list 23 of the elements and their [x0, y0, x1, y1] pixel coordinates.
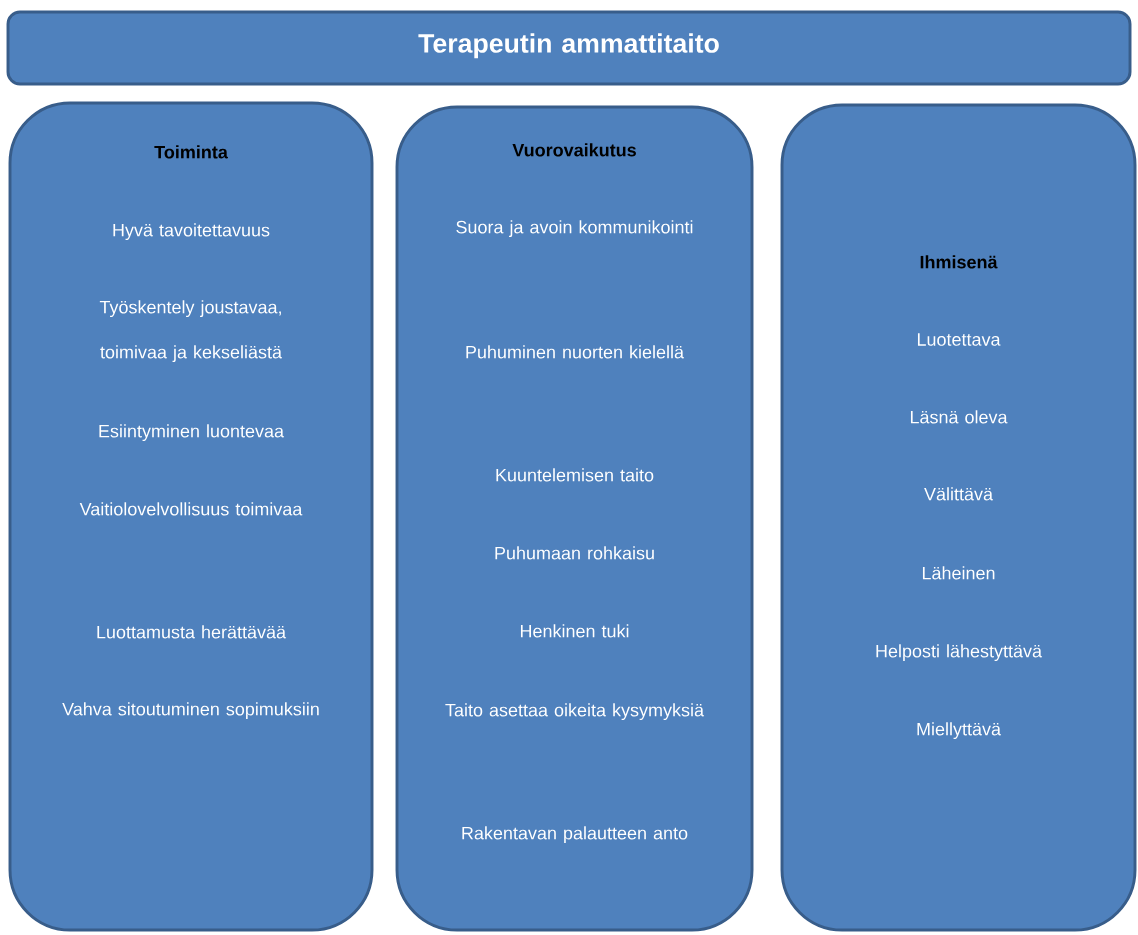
column-heading: Toiminta: [154, 145, 228, 159]
list-item: Puhumaan rohkaisu: [495, 546, 654, 560]
title-text: Terapeutin ammattitaito: [418, 33, 719, 59]
list-item: Helposti lähestyttävä: [876, 644, 1043, 662]
list-item: Välittävä: [924, 487, 994, 501]
list-item: Luottamusta herättävää: [97, 625, 287, 639]
list-item: Miellyttävä: [917, 722, 1001, 740]
list-item: Työskentely joustavaa, toimivaa ja kekseliästä: [99, 300, 282, 363]
list-item: Läsnä oleva: [910, 410, 1008, 424]
list-item: Taito asettaa oikeita kysymyksiä: [445, 703, 705, 721]
list-item: Esiintyminen luontevaa: [99, 424, 284, 442]
list-item: Puhuminen nuorten kielellä: [466, 345, 684, 359]
list-item: Vaitiolovelvollisuus toimivaa: [79, 502, 303, 516]
list-item: Kuuntelemisen taito: [496, 468, 654, 482]
list-item: Hyvä tavoitettavuus: [113, 223, 270, 241]
column-heading: Ihmisenä: [920, 255, 998, 269]
list-item: Henkinen tuki: [520, 624, 629, 638]
list-item: Vahva sitoutuminen sopimuksiin: [62, 702, 319, 720]
column-heading: Vuorovaikutus: [512, 143, 636, 157]
list-item: Suora ja avoin kommunikointi: [456, 220, 693, 238]
list-item: Luotettava: [917, 333, 1001, 346]
list-item: Läheinen: [922, 566, 995, 580]
list-item: Rakentavan palautteen anto: [462, 826, 688, 844]
